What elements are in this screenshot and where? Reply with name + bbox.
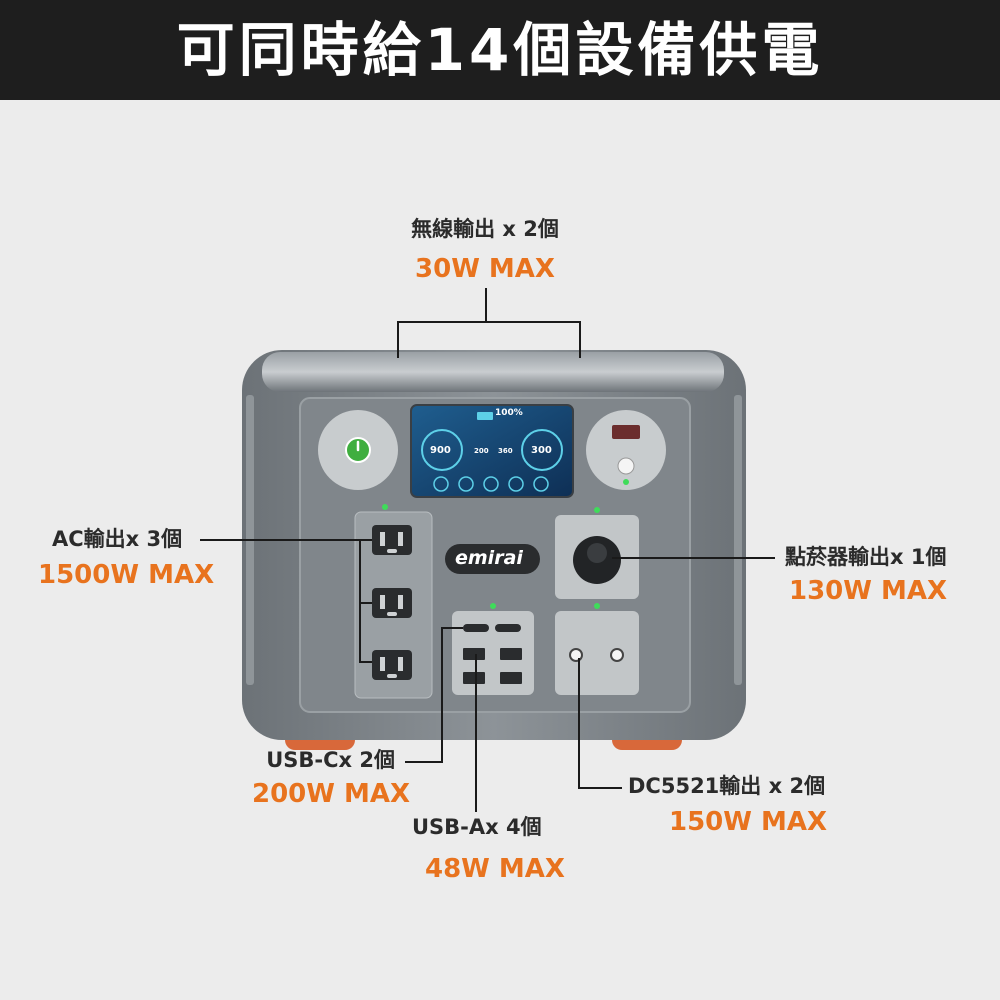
usba-power: 48W MAX <box>425 854 565 884</box>
ac-label: AC輸出x 3個 <box>52 527 183 551</box>
callout-lines <box>200 288 775 812</box>
title-banner: 可同時給14個設備供電 <box>0 0 1000 100</box>
right-ribs <box>734 395 742 685</box>
dc-port-1 <box>569 648 583 662</box>
wireless-leader <box>397 288 581 358</box>
cigarette-label: 點菸器輸出x 1個 <box>785 545 947 569</box>
usb-a-port-3 <box>463 672 485 684</box>
usba-label: USB-Ax 4個 <box>412 815 542 839</box>
ac-outlet-1 <box>372 525 412 555</box>
usbc-leader <box>405 627 463 763</box>
usb-a-port-4 <box>500 672 522 684</box>
ac-power: 1500W MAX <box>38 560 215 590</box>
wireless-label: 無線輸出 x 2個 <box>411 217 559 241</box>
screen-small-2: 360 <box>498 447 513 455</box>
input-panel-disc <box>586 410 666 490</box>
page-title: 可同時給14個設備供電 <box>176 16 824 84</box>
dc-panel <box>555 611 639 695</box>
screen-ac-watts: 900 <box>430 445 451 456</box>
ac-outlet-2 <box>372 588 412 618</box>
usbc-power: 200W MAX <box>252 779 411 809</box>
input-jack <box>617 457 635 475</box>
dc-leader <box>578 658 622 789</box>
top-handle <box>262 352 724 392</box>
usb-c-port-1 <box>463 624 489 632</box>
usb-a-port-2 <box>500 648 522 660</box>
usb-a-port-1 <box>463 648 485 660</box>
screen-battery: 100% <box>495 408 523 418</box>
ac-outlet-3 <box>372 650 412 680</box>
usb-c-port-2 <box>495 624 521 632</box>
screen-small-1: 200 <box>474 447 489 455</box>
display-screen <box>410 404 574 498</box>
anderson-port <box>612 425 640 439</box>
dc-port-2 <box>610 648 624 662</box>
screen-dc-watts: 300 <box>531 445 552 456</box>
dc5521-label: DC5521輸出 x 2個 <box>628 774 826 798</box>
brand-pill <box>445 544 540 574</box>
dc5521-power: 150W MAX <box>669 807 828 837</box>
usbc-label: USB-Cx 2個 <box>266 748 395 772</box>
wireless-power: 30W MAX <box>415 254 555 284</box>
cigarette-power: 130W MAX <box>789 576 948 606</box>
ac-leader <box>200 539 372 663</box>
brand-logo: emirai <box>455 547 523 569</box>
